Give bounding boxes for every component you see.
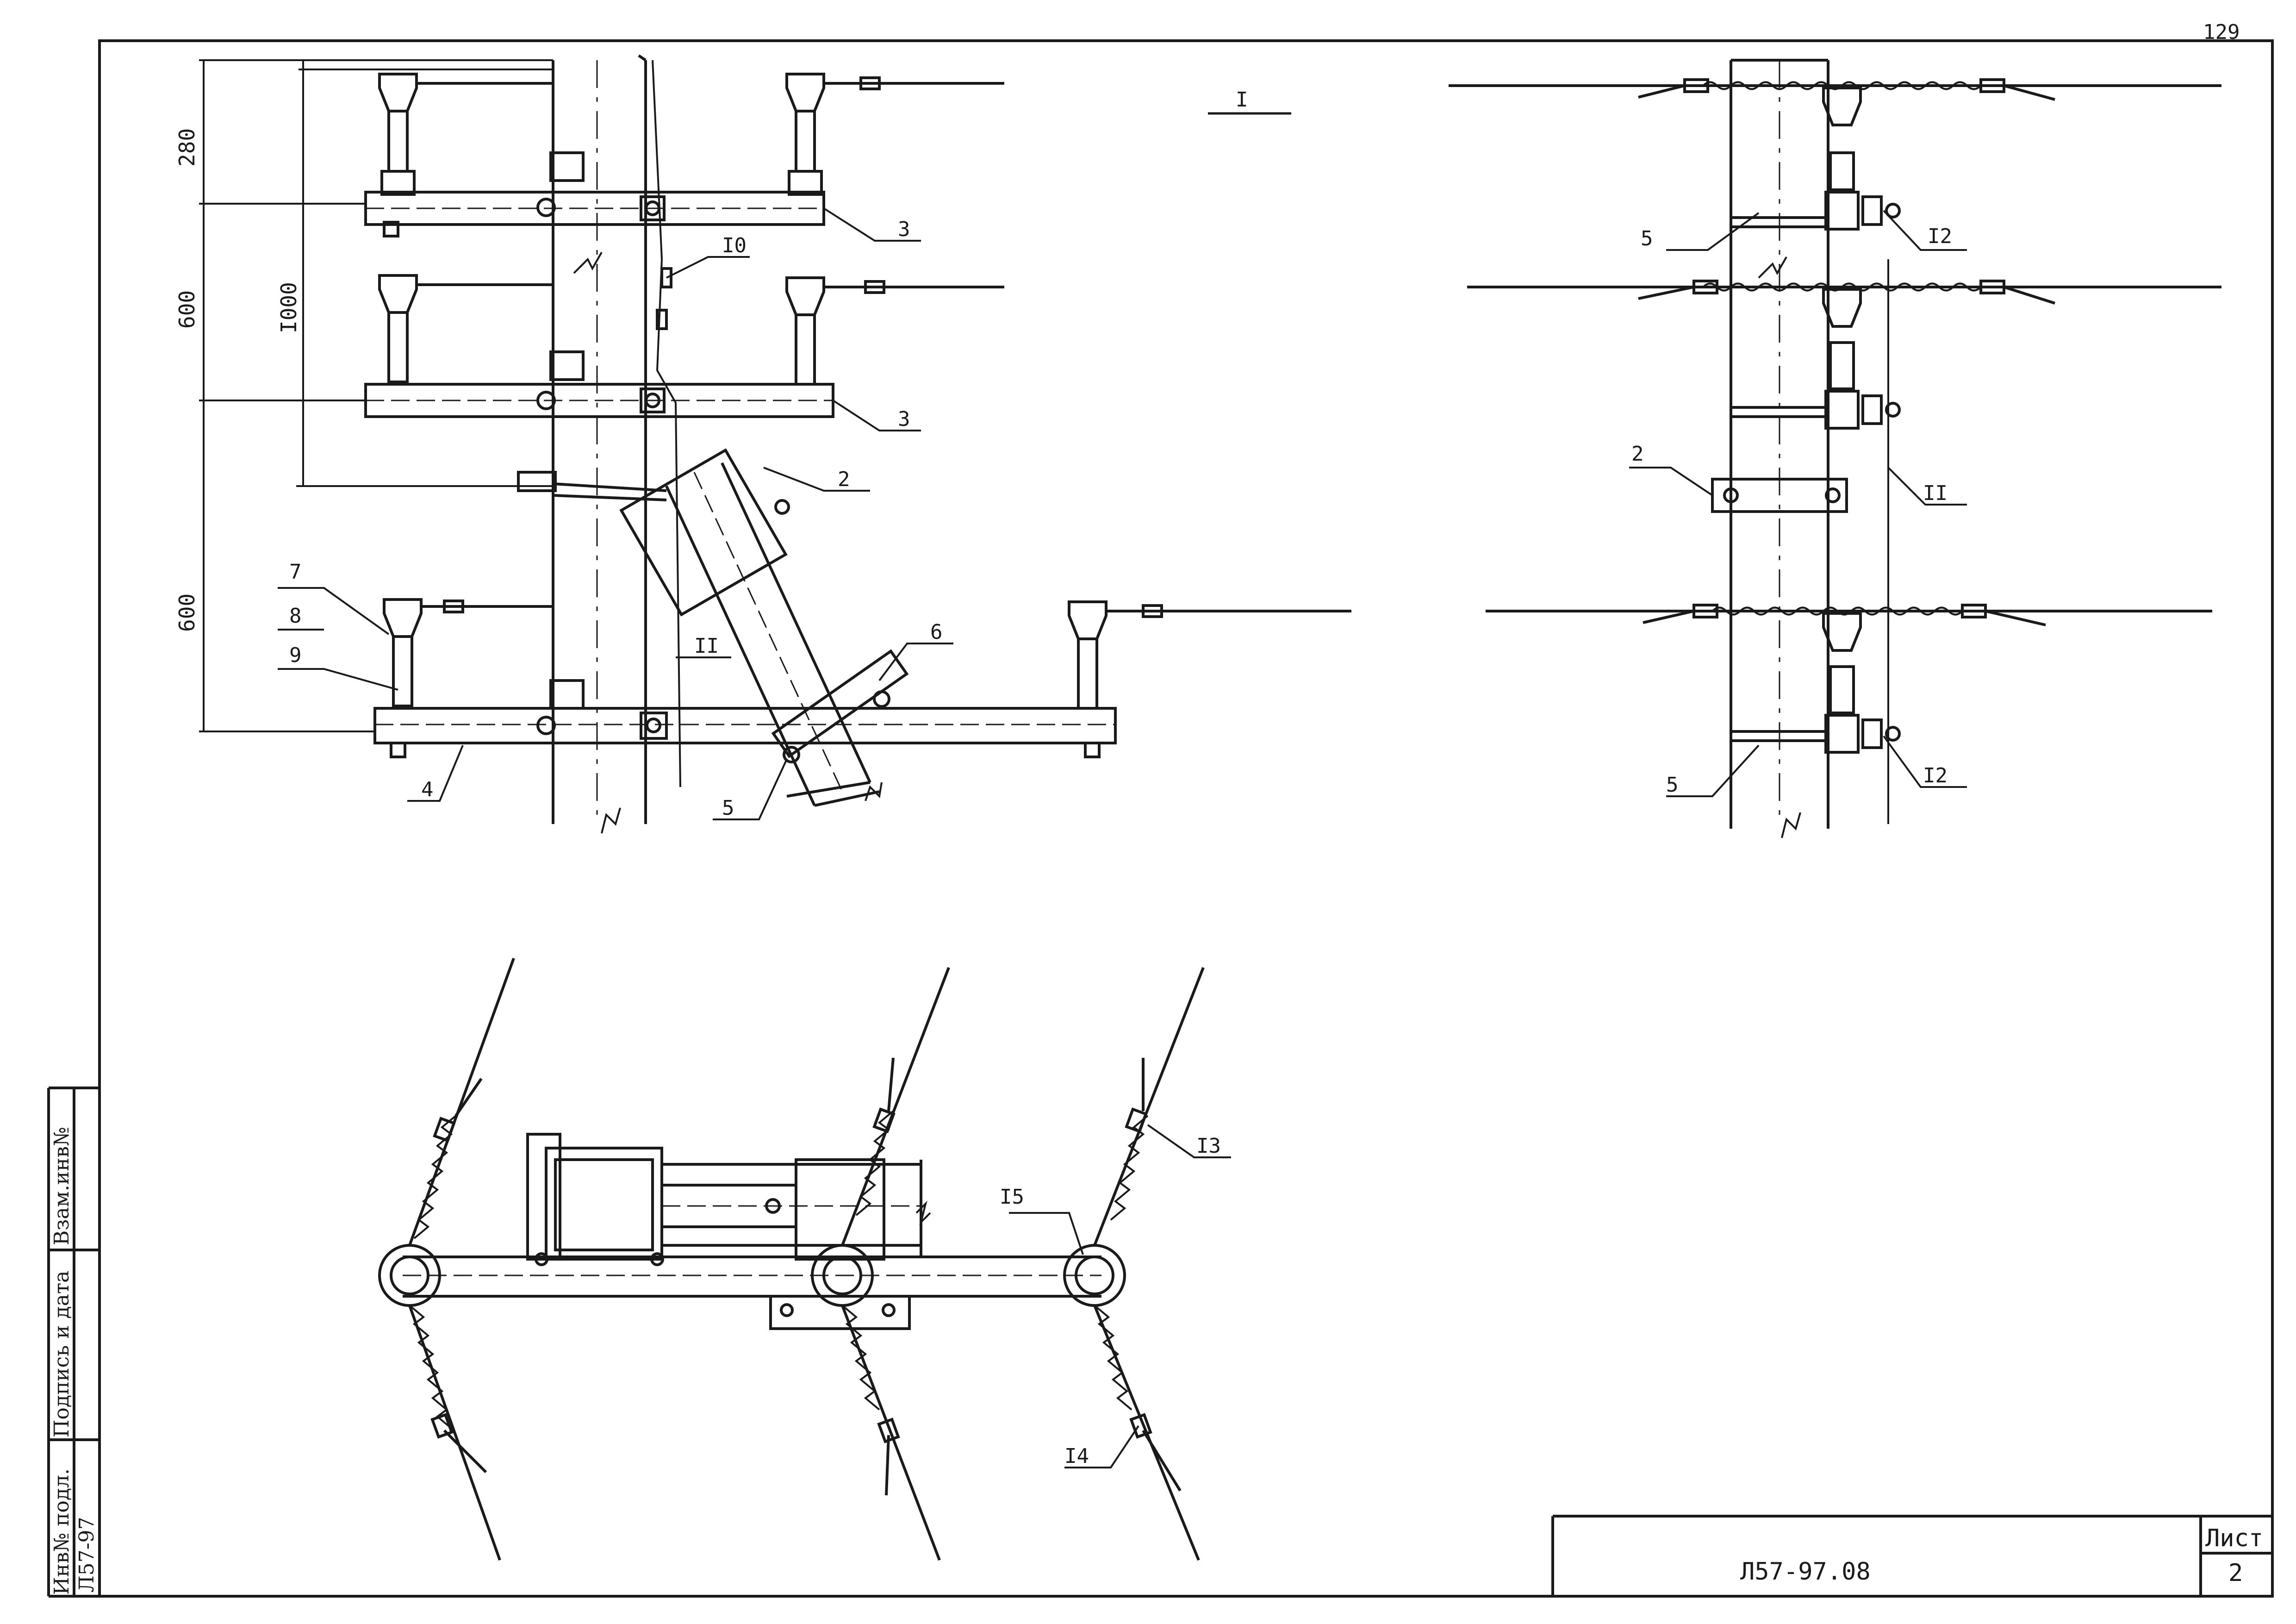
callout-right-12b: I2	[1923, 764, 1948, 787]
callout-8: 8	[289, 604, 302, 628]
dim-600-top: 600	[174, 290, 199, 329]
callout-7: 7	[289, 560, 302, 584]
callout-bottom-13: I3	[1196, 1134, 1221, 1158]
callout-4: 4	[421, 778, 434, 801]
callout-3b: 3	[898, 407, 910, 431]
title-block	[1551, 1515, 2272, 1596]
callout-right-12a: I2	[1928, 225, 1952, 248]
callout-3a: 3	[898, 218, 910, 241]
callout-right-11: II	[1923, 481, 1948, 505]
view-label: I	[1236, 88, 1248, 112]
sheet-number: 2	[2228, 1559, 2243, 1587]
callout-9: 9	[289, 643, 302, 667]
insulator	[383, 598, 423, 638]
doc-code: Л57-97.08	[1740, 1558, 1871, 1586]
callout-bottom-14: I4	[1064, 1444, 1089, 1468]
callout-right-2: 2	[1631, 442, 1644, 466]
insulator	[378, 274, 418, 314]
insulator	[785, 276, 825, 316]
dim-280: 280	[174, 128, 199, 167]
stamp-ref: Л57-97	[75, 1517, 99, 1593]
diagonal-brace	[619, 448, 788, 617]
crossarm-lower	[373, 707, 1117, 744]
stamp-podpis: Подпись и дата	[50, 1271, 74, 1437]
callout-right-5b: 5	[1666, 773, 1679, 797]
callout-11: II	[694, 634, 719, 658]
dim-600-bottom: 600	[174, 593, 199, 632]
callout-right-5a: 5	[1641, 227, 1653, 250]
insulator	[378, 73, 418, 112]
plan-view	[378, 957, 1231, 1561]
insulator	[1068, 600, 1108, 640]
dim-1000: I000	[276, 282, 301, 333]
page-number: 129	[2203, 20, 2240, 44]
sheet-label: Лист	[2205, 1524, 2263, 1552]
side-view	[1449, 59, 2221, 838]
callout-6: 6	[930, 620, 943, 644]
insulator	[785, 73, 825, 112]
plate-6	[771, 649, 909, 758]
callout-2: 2	[838, 468, 850, 491]
stamp-inv-podl: Инв№ подл.	[50, 1468, 74, 1595]
front-view	[199, 54, 1351, 834]
callout-10: I0	[722, 234, 747, 257]
side-stamp: Инв№ подл. Подпись и дата Взам.инв№ Л57-…	[50, 1127, 99, 1595]
callout-bottom-15: I5	[1000, 1185, 1024, 1209]
stamp-vzam: Взам.инв№	[50, 1127, 74, 1245]
callout-5: 5	[722, 796, 734, 820]
sheet-frame	[47, 39, 2274, 1598]
